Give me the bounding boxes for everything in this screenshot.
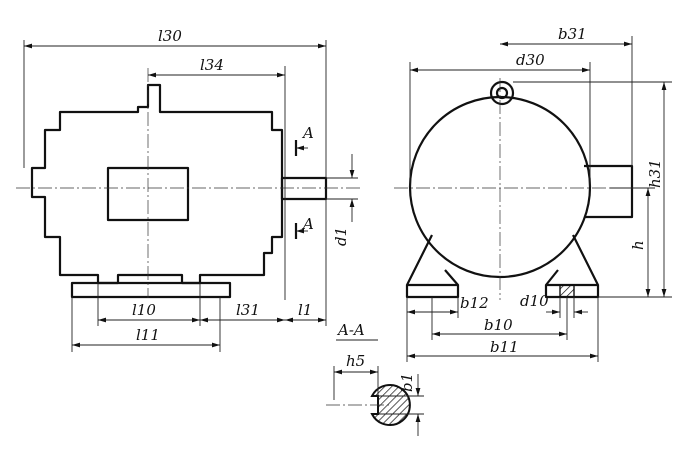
section-mark-top-label: A [301,124,314,142]
dim-l30: l30 [23,27,327,178]
label-d30: d30 [516,51,545,69]
label-h31: h31 [646,159,664,188]
label-b31: b31 [558,25,587,43]
label-l31: l31 [236,301,260,319]
shaft-cross-section [370,384,411,426]
label-l30: l30 [158,27,182,45]
front-view: b31 d30 h31 h b12 [394,25,672,362]
side-view: A A l30 l34 d1 [16,27,360,352]
dim-h5: h5 [333,352,379,400]
label-l1: l1 [298,301,312,319]
label-b11: b11 [490,338,519,356]
section-mark-bottom: A [294,215,314,239]
dim-b12: b12 [407,294,489,315]
label-b10: b10 [484,316,513,334]
dim-l10: l10 [98,301,200,323]
dim-l34: l34 [148,56,286,300]
dim-d30: d30 [409,51,591,187]
dim-h: h [610,187,655,297]
label-l10: l10 [132,301,156,319]
label-h5: h5 [346,352,365,370]
dim-h31: h31 [513,81,672,298]
dim-b10: b10 [432,316,567,337]
lifting-eye-outer [489,80,515,106]
label-b12: b12 [460,294,489,312]
dim-b31: b31 [500,25,633,166]
section-title: A-A [336,321,365,339]
label-b1: b1 [398,373,416,392]
left-leg [405,234,460,299]
label-l34: l34 [200,56,224,74]
section-mark-bottom-label: A [301,215,314,233]
dim-d1: d1 [326,154,358,246]
dim-l11: l11 [72,326,220,348]
label-l11: l11 [136,326,160,344]
dim-l1: l1 [285,199,327,326]
label-d1: d1 [332,227,350,246]
label-h: h [629,240,647,250]
motor-feet-outline [70,281,232,299]
lifting-eye-inner [495,86,509,100]
motor-body-outline [30,83,284,285]
dim-b11: b11 [407,338,598,359]
dim-l31: l31 [200,301,285,323]
front-terminal-box [584,164,634,219]
section-a-a: A-A h5 b1 [326,321,424,436]
dim-d10: d10 [520,292,588,318]
shaft-end [280,176,328,201]
dim-b1: b1 [378,373,424,436]
section-mark-top: A [294,124,314,156]
mounting-hole-hatch [559,284,575,298]
label-d10: d10 [520,292,549,310]
